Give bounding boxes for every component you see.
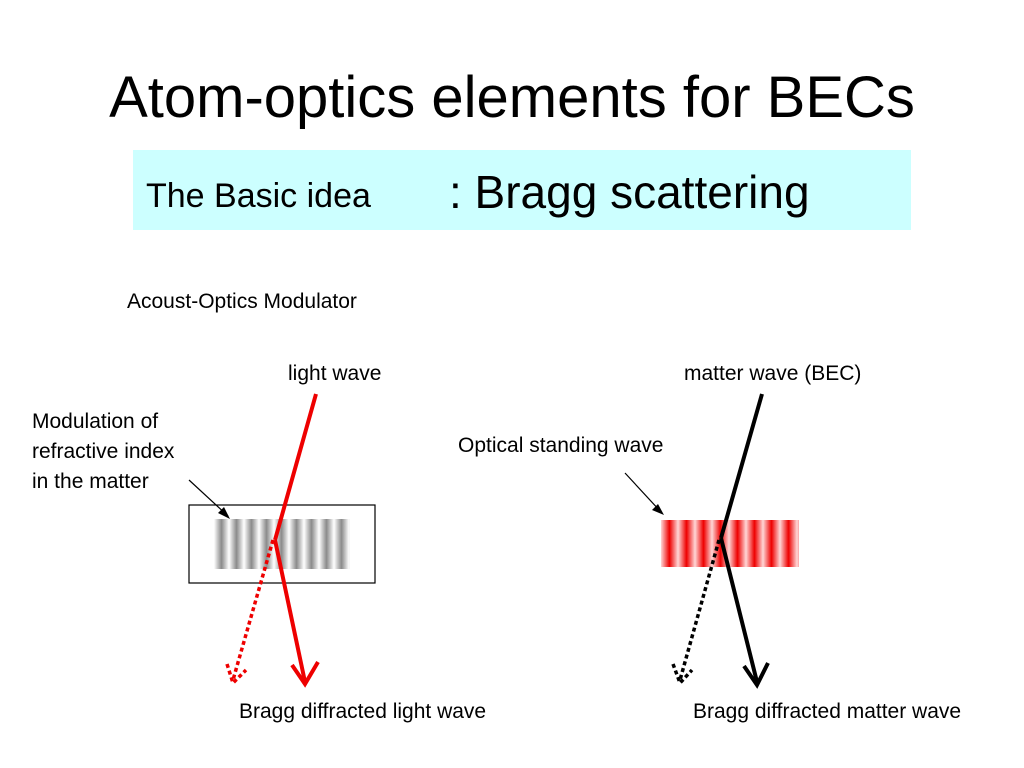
optical-standing-wave	[661, 520, 799, 567]
modulation-annotation-line: refractive index	[32, 440, 175, 463]
modulation-pointer-head	[218, 507, 230, 519]
slide-title: Atom-optics elements for BECs	[109, 65, 915, 130]
diffracted-matter-arrowhead	[671, 663, 694, 687]
diffracted-matter-label: Bragg diffracted matter wave	[693, 700, 962, 723]
incident-matter-beam	[719, 393, 764, 539]
incident-light-beam	[273, 393, 318, 541]
transmitted-matter-beam	[719, 537, 759, 683]
subtitle-prefix: The Basic idea	[146, 177, 371, 215]
diffracted-matter-beam	[678, 539, 721, 681]
standing-wave-pointer	[624, 472, 662, 513]
diffracted-light-beam	[231, 539, 275, 681]
transmitted-light-beam	[273, 539, 307, 683]
subtitle-main: : Bragg scattering	[449, 166, 810, 218]
matter-wave-label: matter wave (BEC)	[684, 362, 862, 385]
light-wave-label: light wave	[288, 362, 382, 385]
refractive-grating	[214, 519, 350, 569]
diffracted-light-arrowhead	[225, 663, 248, 687]
transmitted-matter-arrowhead	[742, 662, 770, 689]
diffracted-light-label: Bragg diffracted light wave	[239, 700, 487, 723]
standing-wave-pointer-head	[652, 504, 664, 515]
modulation-annotation: Modulation of refractive index in the ma…	[32, 407, 174, 497]
standing-wave-label: Optical standing wave	[458, 434, 664, 457]
modulation-annotation-line: Modulation of	[32, 410, 159, 433]
modulation-annotation-line: in the matter	[32, 470, 149, 493]
subtitle-box	[133, 150, 911, 230]
transmitted-light-arrowhead	[290, 660, 320, 688]
aom-heading: Acoust-Optics Modulator	[127, 290, 357, 313]
